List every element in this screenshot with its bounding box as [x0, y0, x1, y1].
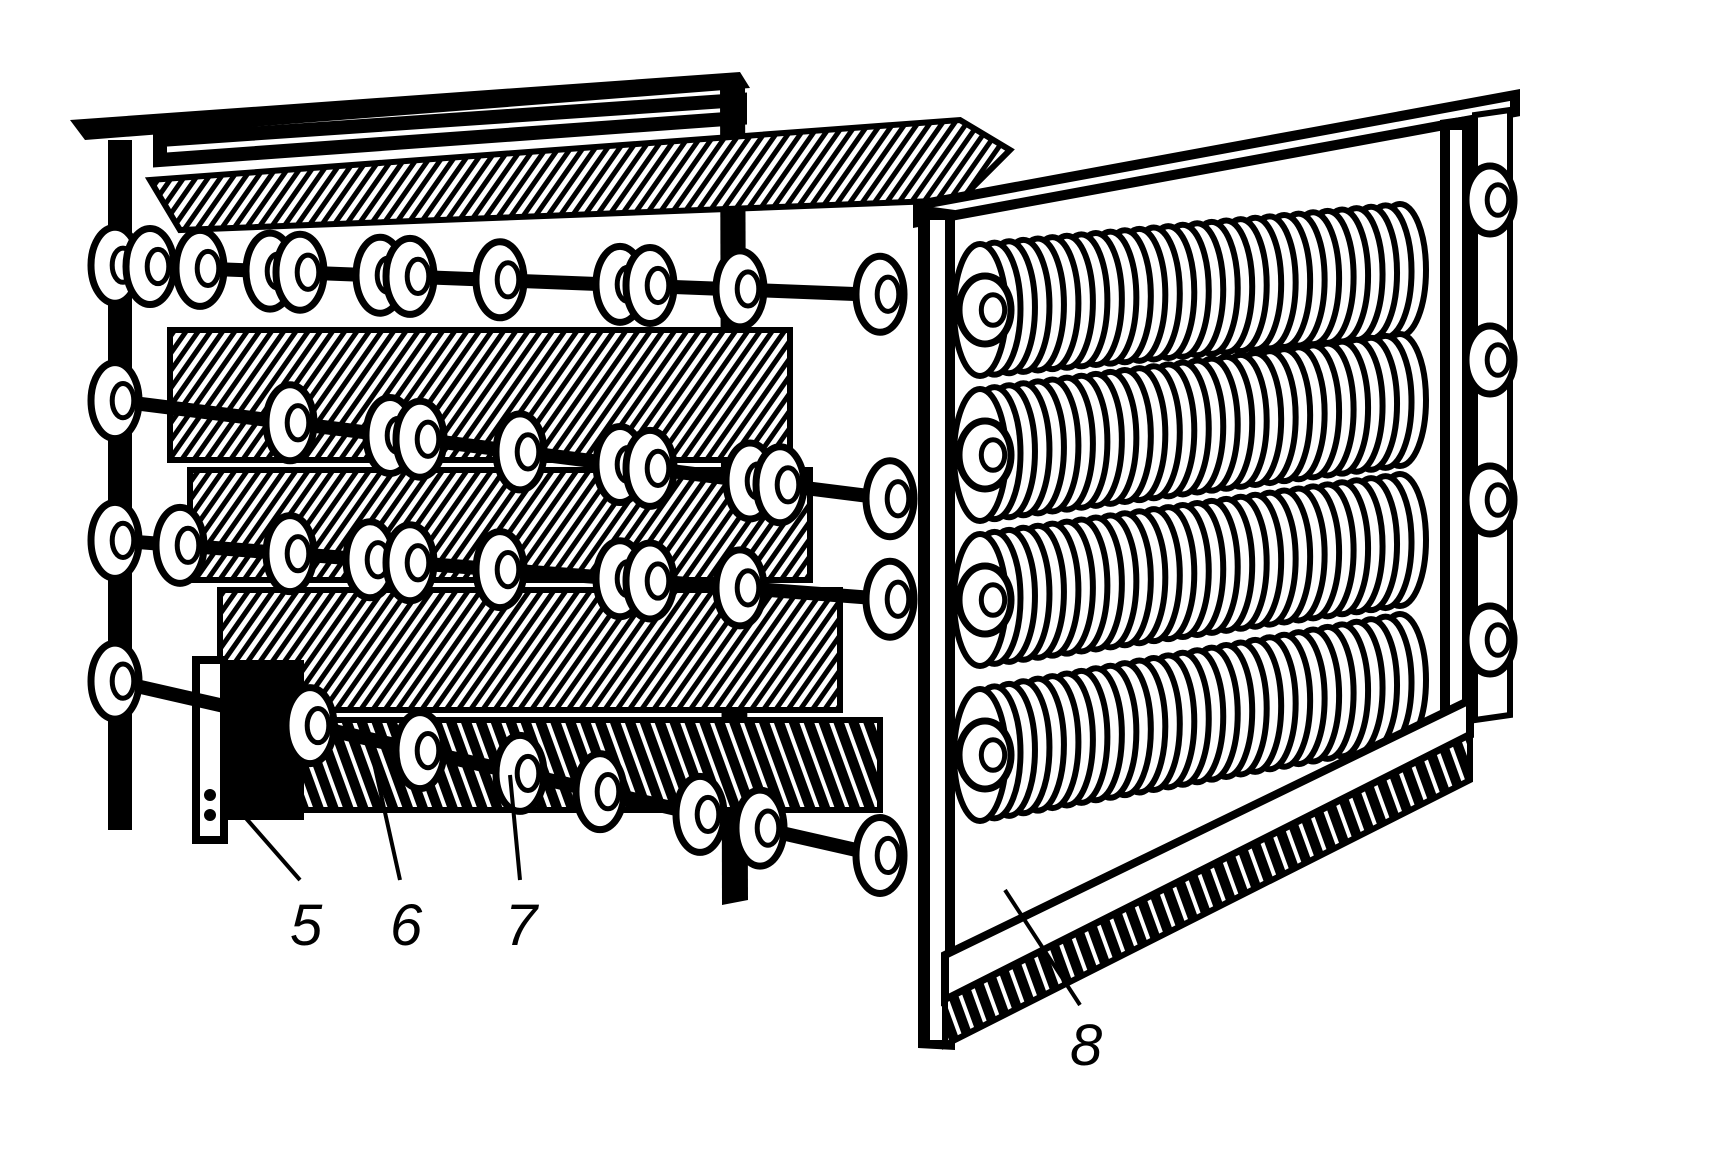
resistor-coil-stacks	[951, 201, 1429, 824]
insulator-spool-hub	[174, 525, 202, 565]
label-6: 6	[390, 893, 423, 958]
insulator-spool-hub	[874, 274, 902, 314]
insulator-spool-hub	[594, 772, 622, 812]
insulator-spool-hub	[644, 561, 672, 601]
insulator-spool-hub	[734, 269, 762, 309]
insulator-spool-hub	[284, 534, 312, 574]
insulator-spool-hub	[734, 568, 762, 608]
insulator-spool-hub	[884, 479, 912, 519]
insulator-spool-hub	[109, 520, 137, 560]
insulator-spool-hub	[1484, 482, 1512, 518]
insulator-spool-hub	[144, 246, 172, 287]
label-7: 7	[505, 893, 540, 958]
insulator-spool-hub	[694, 794, 722, 835]
insulator-spool-hub	[494, 260, 522, 300]
front-frame	[913, 88, 1520, 1050]
insulator-spool-hub	[754, 808, 782, 848]
insulator-spool-hub	[494, 550, 522, 590]
insulator-spool-hub	[644, 265, 672, 306]
insulator-spool-hub	[404, 543, 432, 583]
insulator-spool-hub	[414, 419, 442, 459]
label-8: 8	[1070, 1013, 1102, 1078]
insulator-spool-hub	[514, 432, 542, 472]
insulator-spool-hub	[414, 731, 442, 771]
insulator-spool-hub	[304, 705, 332, 746]
insulator-spool-hub	[109, 661, 137, 701]
insulator-spools	[87, 223, 918, 897]
insulator-spool-hub	[1484, 622, 1512, 658]
leader-lines	[228, 744, 1082, 1007]
insulator-spool-hub	[978, 292, 1008, 328]
base-plate	[941, 693, 1474, 1050]
insulator-spool-hub	[1484, 342, 1512, 378]
label-5: 5	[290, 893, 323, 958]
insulator-spool-hub	[644, 448, 672, 488]
insulator-spool-hub	[194, 248, 222, 289]
insulator-spool-hub	[404, 256, 432, 296]
insulator-spool-hub	[514, 753, 542, 794]
insulator-spool-hub	[109, 381, 137, 421]
insulator-spool-hub	[294, 252, 322, 292]
insulator-spool-hub	[874, 835, 902, 876]
side-insulators	[1462, 162, 1518, 678]
insulator-spool-hub	[1484, 182, 1512, 218]
insulator-spool-hub	[284, 403, 312, 443]
end-bracket	[192, 656, 304, 844]
insulator-spool-hub	[978, 582, 1008, 618]
insulator-spool-hub	[884, 579, 912, 619]
insulator-spool-hub	[774, 465, 802, 505]
insulator-spool-hub	[978, 437, 1008, 473]
insulator-spool-hub	[978, 737, 1008, 773]
